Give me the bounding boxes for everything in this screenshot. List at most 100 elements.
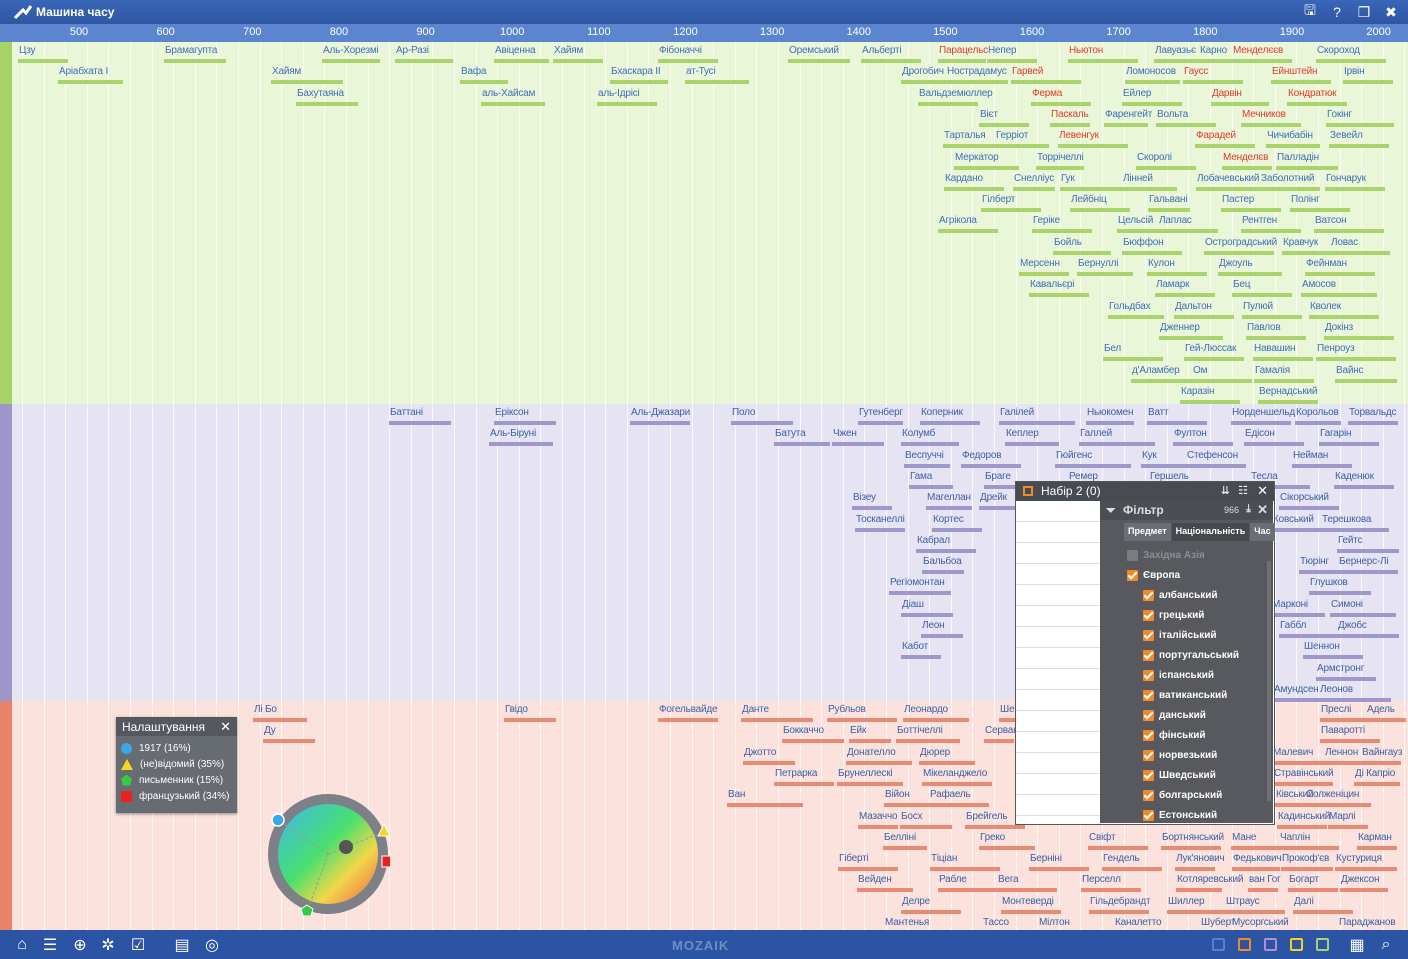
person-entry[interactable]: Каразін	[1180, 386, 1240, 404]
person-entry[interactable]: Візеу	[852, 492, 892, 511]
person-entry[interactable]: Гей-Люссак	[1184, 343, 1244, 362]
restore-icon[interactable]: ❐	[1357, 3, 1371, 20]
person-entry[interactable]: Гутенберг	[858, 407, 904, 425]
person-entry[interactable]: Кабрал	[916, 535, 976, 553]
checkbox[interactable]	[1143, 649, 1154, 661]
person-entry[interactable]: Марконі	[1271, 599, 1325, 617]
filter-tab[interactable]: Час	[1250, 523, 1275, 541]
person-entry[interactable]: Полінг	[1290, 194, 1350, 213]
menu-icon[interactable]: ☰	[42, 937, 58, 954]
person-entry[interactable]: Лейбніц	[1070, 194, 1130, 213]
person-entry[interactable]: Ейк	[849, 725, 891, 744]
person-entry[interactable]: Вафа	[460, 66, 508, 85]
person-entry[interactable]: Федоров	[961, 450, 1021, 468]
person-entry[interactable]: Чаплін	[1279, 832, 1339, 850]
person-entry[interactable]: Ньютон	[1068, 45, 1138, 63]
set-row[interactable]	[1016, 606, 1122, 627]
person-entry[interactable]: Фейнман	[1305, 258, 1375, 276]
person-entry[interactable]: Шеннон	[1303, 641, 1363, 660]
help-icon[interactable]: ?	[1333, 4, 1341, 20]
person-entry[interactable]: Карно	[1199, 45, 1235, 63]
person-entry[interactable]: Гейтс	[1337, 535, 1399, 553]
person-entry[interactable]: Свіфт	[1088, 832, 1148, 850]
person-entry[interactable]: Кардано	[944, 173, 1004, 191]
person-entry[interactable]: Вайнгауз	[1361, 747, 1403, 765]
person-entry[interactable]: Параджанов	[1338, 917, 1396, 929]
filter-option[interactable]: данський	[1100, 705, 1273, 725]
person-entry[interactable]: Парацельс	[938, 45, 989, 63]
person-entry[interactable]: Рабле	[938, 874, 998, 893]
checkbox[interactable]	[1127, 549, 1138, 561]
checkbox[interactable]	[1143, 769, 1154, 781]
set-download-icon[interactable]: ⇊	[1220, 485, 1230, 497]
person-entry[interactable]: Кук	[1141, 450, 1193, 468]
person-entry[interactable]: Геріке	[1032, 215, 1092, 234]
person-entry[interactable]: Лаплас	[1158, 215, 1218, 234]
person-entry[interactable]: Герріот	[995, 130, 1049, 149]
person-entry[interactable]: Петрарка	[774, 768, 834, 786]
filter-option[interactable]: Західна Азія	[1100, 545, 1273, 565]
person-entry[interactable]: Веспуччі	[904, 450, 950, 468]
set-row[interactable]	[1016, 627, 1122, 648]
person-entry[interactable]: Оремський	[788, 45, 850, 63]
person-entry[interactable]: Босх	[900, 811, 952, 829]
person-entry[interactable]: Кабот	[901, 641, 941, 660]
person-entry[interactable]: Павлов	[1246, 322, 1306, 340]
checkbox[interactable]	[1143, 749, 1154, 761]
set-row[interactable]	[1016, 669, 1122, 690]
person-entry[interactable]: Ньюкомен	[1086, 407, 1134, 425]
person-entry[interactable]: Ірвін	[1343, 66, 1393, 85]
person-entry[interactable]: Федькович	[1232, 853, 1282, 872]
person-entry[interactable]: Брунеллескі	[837, 768, 903, 786]
person-entry[interactable]: Скороход	[1316, 45, 1386, 63]
person-entry[interactable]: Баттані	[389, 407, 451, 425]
person-entry[interactable]: Ківський	[1275, 789, 1314, 808]
person-entry[interactable]: Гокінг	[1326, 109, 1394, 127]
person-entry[interactable]: Бернуллі	[1077, 258, 1133, 276]
person-entry[interactable]: Паваротті	[1320, 725, 1380, 744]
person-entry[interactable]: Данте	[741, 704, 813, 722]
person-entry[interactable]: Еріксон	[494, 407, 556, 425]
checkbox[interactable]	[1143, 729, 1154, 741]
person-entry[interactable]: Белліні	[883, 832, 927, 850]
person-entry[interactable]: Едісон	[1244, 428, 1304, 447]
person-entry[interactable]: Кавальєрі	[1029, 279, 1089, 298]
person-entry[interactable]: Гагарін	[1319, 428, 1379, 447]
person-entry[interactable]: Ду	[263, 725, 315, 744]
settings-item[interactable]: (не)відомий (35%)	[116, 756, 237, 772]
person-entry[interactable]: Бхаскара II	[610, 66, 668, 85]
person-entry[interactable]: Цзу	[18, 45, 68, 63]
person-entry[interactable]: аль-Ідрісі	[597, 88, 657, 106]
person-entry[interactable]: Боккаччо	[782, 725, 844, 744]
person-entry[interactable]: Вернадський	[1258, 386, 1318, 404]
person-entry[interactable]: Гончарук	[1325, 173, 1385, 191]
person-entry[interactable]: Зевейл	[1329, 130, 1389, 149]
person-entry[interactable]: Мілтон	[1038, 917, 1071, 929]
person-entry[interactable]: Лавуазьє	[1154, 45, 1204, 63]
person-entry[interactable]: Гвідо	[504, 704, 556, 722]
person-entry[interactable]: Фаренгейт	[1104, 109, 1153, 127]
person-entry[interactable]: Дарвін	[1211, 88, 1269, 106]
person-entry[interactable]: Поло	[731, 407, 793, 425]
network-icon[interactable]: ✲	[101, 937, 115, 954]
person-entry[interactable]: Преслі	[1320, 704, 1366, 722]
target-icon[interactable]: ⊕	[73, 937, 87, 954]
person-entry[interactable]: Меркатор	[954, 152, 1019, 170]
person-entry[interactable]: Пенроуз	[1316, 343, 1396, 362]
person-entry[interactable]: Кустуриця	[1335, 853, 1397, 872]
person-entry[interactable]: Гук	[1060, 173, 1130, 191]
person-entry[interactable]: Перселл	[1081, 874, 1141, 893]
person-entry[interactable]: Бернерс-Лі	[1338, 556, 1398, 575]
person-entry[interactable]: Джобс	[1337, 620, 1399, 638]
person-entry[interactable]: Лі Бо	[253, 704, 307, 722]
person-entry[interactable]: Галлей	[1079, 428, 1155, 447]
set-row[interactable]	[1016, 522, 1122, 543]
save-icon[interactable]: 🖫	[1304, 2, 1316, 18]
person-entry[interactable]: Гама	[909, 471, 953, 489]
color-wheel[interactable]	[266, 792, 390, 916]
person-entry[interactable]: Вега	[997, 874, 1057, 893]
filter-scrollbar[interactable]	[1267, 561, 1271, 801]
person-entry[interactable]: Солженіцин	[1305, 789, 1371, 808]
set-row[interactable]	[1016, 690, 1122, 711]
